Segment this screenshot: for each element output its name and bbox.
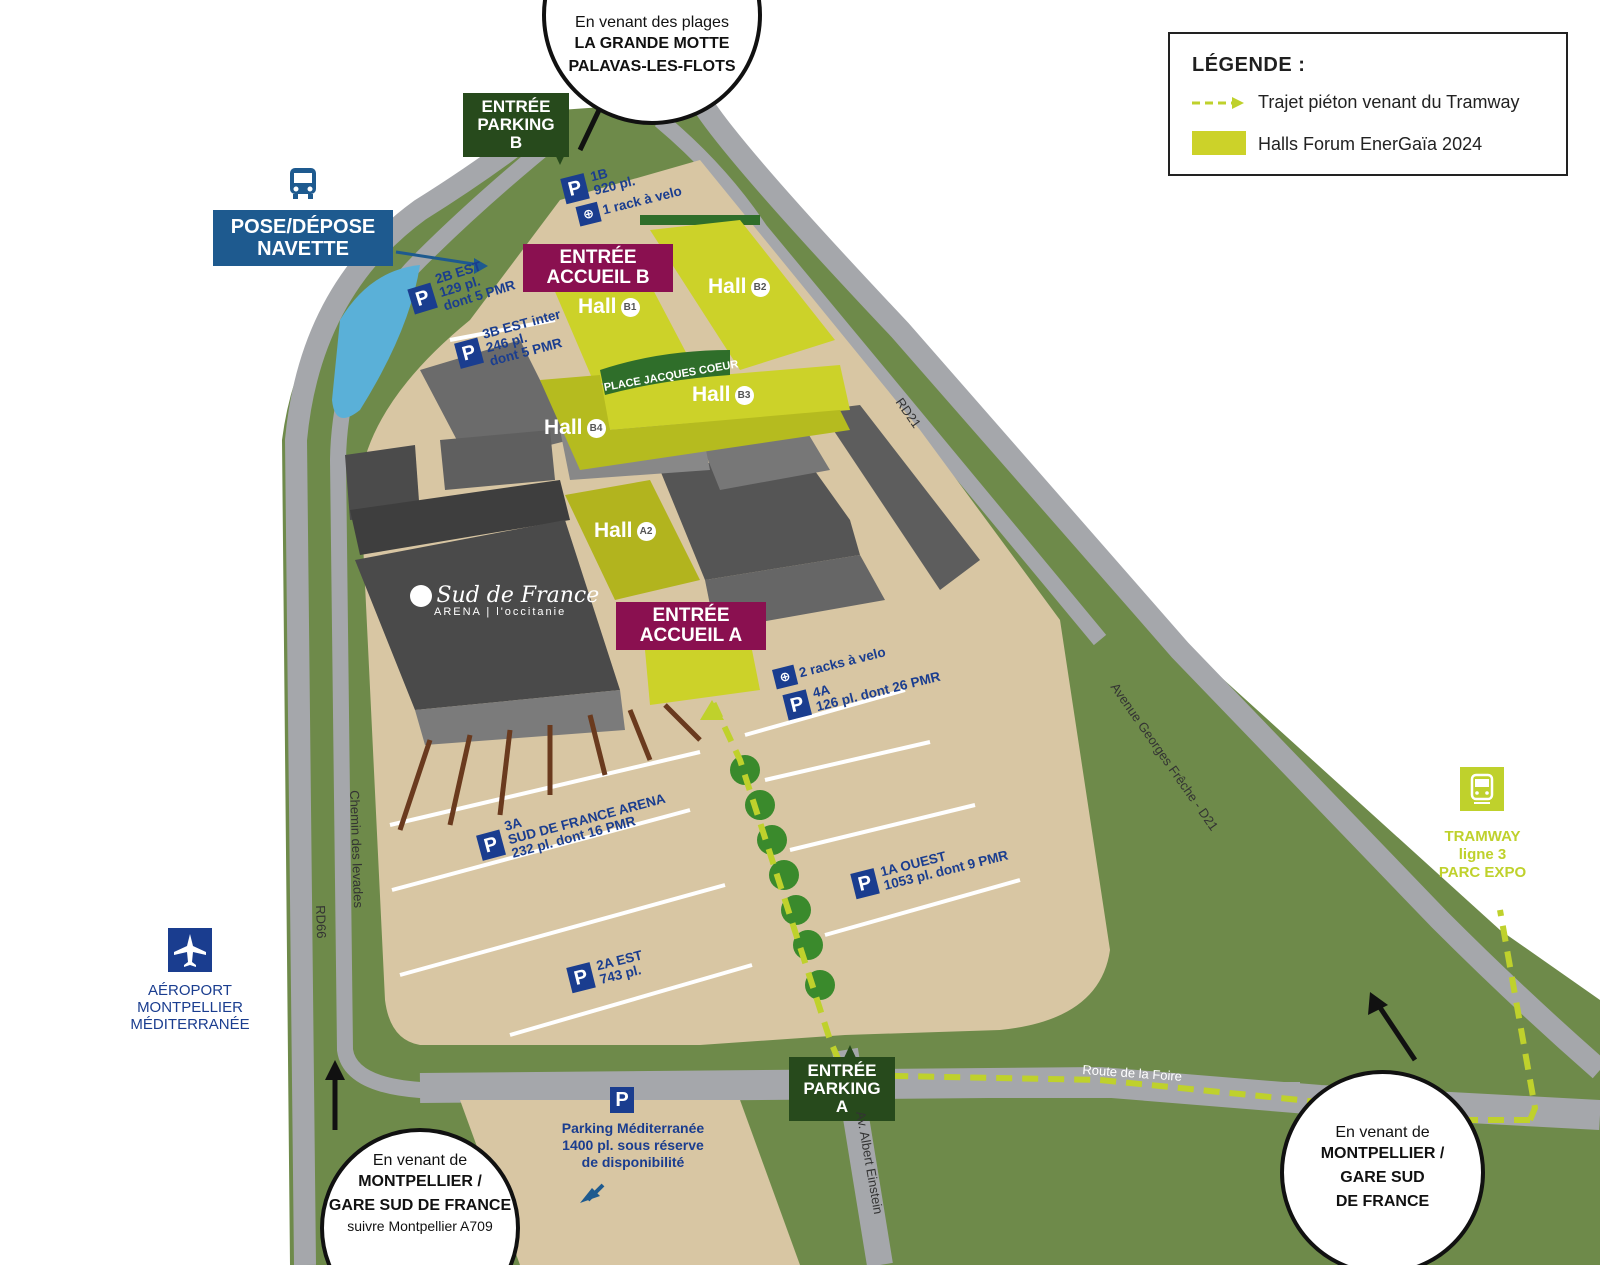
legend: LÉGENDE : Trajet piéton venant du Tramwa… bbox=[1168, 32, 1568, 176]
legend-title: LÉGENDE : bbox=[1192, 54, 1306, 76]
parking-lines bbox=[389, 318, 1021, 1037]
place-trees bbox=[600, 350, 730, 395]
building-east bbox=[820, 405, 980, 590]
hall-b2-shape bbox=[650, 220, 835, 370]
parking-icon: P bbox=[566, 962, 596, 994]
hall-name: Hall bbox=[544, 416, 583, 439]
airport-line2: MONTPELLIER bbox=[137, 999, 243, 1016]
parking-mediterranee-area bbox=[460, 1100, 800, 1265]
hall-a2-shape bbox=[565, 480, 700, 600]
parking-icon: P bbox=[476, 829, 506, 861]
hall-b1-shape bbox=[550, 265, 690, 385]
hall-code-badge: B2 bbox=[750, 277, 770, 297]
legend-item-label: Trajet piéton venant du Tramway bbox=[1258, 92, 1520, 112]
parking-icon: P bbox=[454, 337, 484, 369]
entree-a-canopy bbox=[645, 640, 760, 705]
pedestrian-arrow-head bbox=[700, 700, 724, 720]
hall-name: Hall bbox=[692, 383, 731, 406]
bus-icon bbox=[285, 166, 321, 202]
origin-top-line2: LA GRANDE MOTTE bbox=[574, 35, 730, 52]
origin-br-line4: DE FRANCE bbox=[1335, 1193, 1430, 1210]
hall-code-badge: B1 bbox=[620, 297, 640, 317]
parking-icon: P bbox=[782, 689, 812, 721]
tramway-label: TRAMWAY ligne 3 PARC EXPO bbox=[1425, 828, 1540, 882]
hall-b4-shape bbox=[540, 375, 850, 470]
parking-med-icon: P bbox=[610, 1087, 640, 1113]
arena-logo: Sud de France ARENA | l'occitanie bbox=[410, 583, 599, 618]
hall-code-badge: B4 bbox=[586, 418, 606, 438]
road-label-rd66: RD66 bbox=[313, 905, 330, 939]
tramway-line3: PARC EXPO bbox=[1438, 864, 1527, 881]
airport-label: AÉROPORT MONTPELLIER MÉDITERRANÉE bbox=[120, 982, 260, 1033]
hall-code-badge: B3 bbox=[734, 385, 754, 405]
hall-code-badge: A2 bbox=[636, 521, 656, 541]
hall-name: Hall bbox=[594, 519, 633, 542]
parking-icon: P bbox=[610, 1087, 634, 1113]
building-arena-facade bbox=[415, 690, 625, 745]
origin-top-line3: PALAVAS-LES-FLOTS bbox=[568, 58, 736, 75]
parking-icon: P bbox=[560, 173, 590, 205]
direction-arrows bbox=[325, 106, 1418, 1130]
building-small-1 bbox=[345, 445, 420, 520]
arena-logo-line1: Sud de France bbox=[436, 583, 600, 608]
plane-icon bbox=[168, 928, 212, 972]
navette-arrow bbox=[395, 250, 481, 267]
arena-logo-circle-icon bbox=[410, 584, 432, 607]
road-avenue bbox=[690, 94, 1600, 1079]
origin-br-line2: MONTPELLIER / bbox=[1320, 1145, 1445, 1162]
origin-br-line1: En venant de bbox=[1335, 1124, 1430, 1141]
origin-bl-line2: MONTPELLIER / bbox=[358, 1173, 482, 1190]
airport-line3: MÉDITERRANÉE bbox=[130, 1016, 250, 1033]
navette-arrow-head bbox=[474, 258, 488, 274]
parking-icon: P bbox=[850, 868, 880, 900]
origin-bl-line1: En venant de bbox=[372, 1152, 468, 1169]
legend-item-label: Halls Forum EnerGaïa 2024 bbox=[1258, 134, 1483, 154]
building-arena-roof bbox=[350, 480, 570, 555]
arena-logo-line2: ARENA | l'occitanie bbox=[434, 606, 567, 618]
entree-accueil-a[interactable]: ENTRÉE ACCUEIL A bbox=[616, 602, 766, 650]
yellow-swatch-icon bbox=[1192, 131, 1246, 155]
origin-top-line1: En venant des plages bbox=[575, 14, 729, 31]
building-hall-a1 bbox=[660, 450, 860, 580]
water-pond bbox=[332, 265, 420, 418]
pedestrian-path bbox=[1497, 909, 1539, 1122]
building-small-2 bbox=[440, 430, 555, 490]
tram-icon bbox=[1460, 767, 1504, 811]
origin-bottom-right-badge: En venant de MONTPELLIER / GARE SUD DE F… bbox=[1280, 1070, 1485, 1265]
navette-label[interactable]: POSE/DÉPOSE NAVETTE bbox=[213, 210, 393, 266]
tramway-line2: ligne 3 bbox=[1458, 846, 1507, 863]
tramway-line1: TRAMWAY bbox=[1444, 828, 1521, 845]
parking-med-line3: de disponibilité bbox=[581, 1154, 685, 1170]
bike-icon: ⊕ bbox=[772, 664, 799, 690]
hall-name: Hall bbox=[578, 295, 617, 318]
origin-br-line3: GARE SUD bbox=[1340, 1169, 1425, 1186]
palm-trunks bbox=[397, 703, 702, 831]
building-arena bbox=[355, 520, 620, 710]
origin-bl-line4: suivre Montpellier A709 bbox=[347, 1218, 493, 1234]
dashed-arrow-icon bbox=[1192, 97, 1244, 109]
parking-med-line2: 1400 pl. sous réserve bbox=[562, 1137, 704, 1153]
parking-mediterranee[interactable]: Parking Méditerranée 1400 pl. sous réser… bbox=[548, 1120, 718, 1171]
origin-bl-line3: GARE SUD DE FRANCE bbox=[328, 1197, 512, 1214]
entree-parking-a[interactable]: ENTRÉE PARKING A bbox=[789, 1057, 895, 1121]
airport-line1: AÉROPORT bbox=[148, 982, 232, 999]
hall-name: Hall bbox=[708, 275, 747, 298]
entree-accueil-b[interactable]: ENTRÉE ACCUEIL B bbox=[523, 244, 673, 292]
parking-med-line1: Parking Méditerranée bbox=[561, 1120, 705, 1136]
entree-parking-b[interactable]: ENTRÉE PARKING B bbox=[463, 93, 569, 157]
